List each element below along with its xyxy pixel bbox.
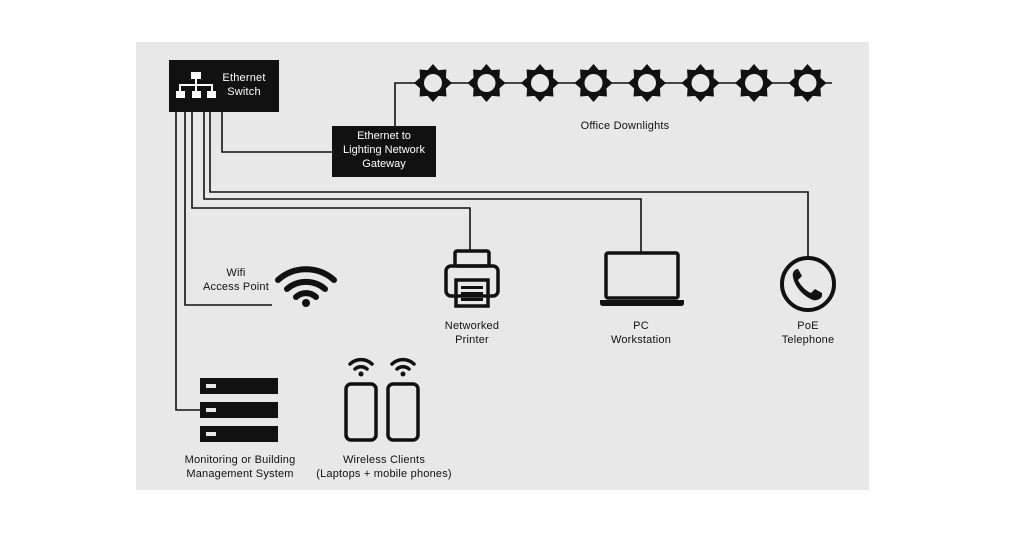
line-to-gateway [221,110,332,153]
network-switch-icon [176,72,216,98]
gateway-label-line1: Ethernet to [357,130,411,142]
line-to-phone [209,110,809,256]
printer-label-line2: Printer [455,334,489,346]
downlight-center [798,74,817,92]
connection-lines [175,82,832,411]
lighting-gateway: Ethernet to Lighting Network Gateway [332,126,436,177]
clients-label-line1: Wireless Clients [342,454,426,466]
switch-label-line1: Ethernet [222,72,266,84]
downlight-icon [574,64,613,102]
line-gateway-to-downlights [394,82,416,127]
clients-label: Wireless Clients (Laptops + mobile phone… [306,453,462,481]
switch-label: Ethernet Switch [216,71,272,99]
downlight-center [745,74,763,92]
gateway-label-line3: Gateway [362,158,406,170]
bms-label: Monitoring or Building Management System [170,453,310,481]
downlight-icon [681,64,720,102]
server-stack-icon [200,378,278,442]
downlight-center [691,74,710,92]
wifi-label-line1: Wifi [226,267,246,279]
downlight-icon [735,64,773,102]
phone-label: PoE Telephone [768,319,848,347]
downlight-icon [628,64,666,102]
downlights-label: Office Downlights [580,120,670,132]
downlight-center [584,74,603,92]
downlight-icon [521,64,559,102]
downlight-center [424,74,442,92]
downlight-center [477,74,496,92]
phone-label-line2: Telephone [781,334,835,346]
line-to-pc [203,110,642,252]
telephone-icon [780,256,836,312]
downlight-center [531,74,549,92]
wifi-icon [275,266,337,307]
printer-label-line1: Networked [444,320,500,332]
pc-label-line1: PC [633,320,649,332]
clients-label-line2: (Laptops + mobile phones) [316,468,452,480]
wifi-label: Wifi Access Point [196,266,276,294]
phone-label-line1: PoE [797,320,819,332]
bms-label-line2: Management System [186,468,294,480]
line-to-wifi [184,110,272,306]
mobile-phones-icon [344,357,420,442]
downlight-icon [414,64,452,102]
printer-icon [444,249,500,308]
pc-label-line2: Workstation [610,334,672,346]
pc-label: PC Workstation [596,319,686,347]
downlight-center [638,74,656,92]
bms-label-line1: Monitoring or Building [184,454,296,466]
gateway-label-line2: Lighting Network [343,144,425,156]
laptop-icon [600,251,684,306]
printer-label: Networked Printer [430,319,514,347]
line-to-bms [175,110,200,411]
downlight-icon [467,64,506,102]
downlight-icon [788,64,827,102]
downlights-group [414,64,827,102]
switch-label-line2: Switch [227,86,261,98]
wifi-label-line2: Access Point [203,281,269,293]
line-to-printer [191,110,471,250]
